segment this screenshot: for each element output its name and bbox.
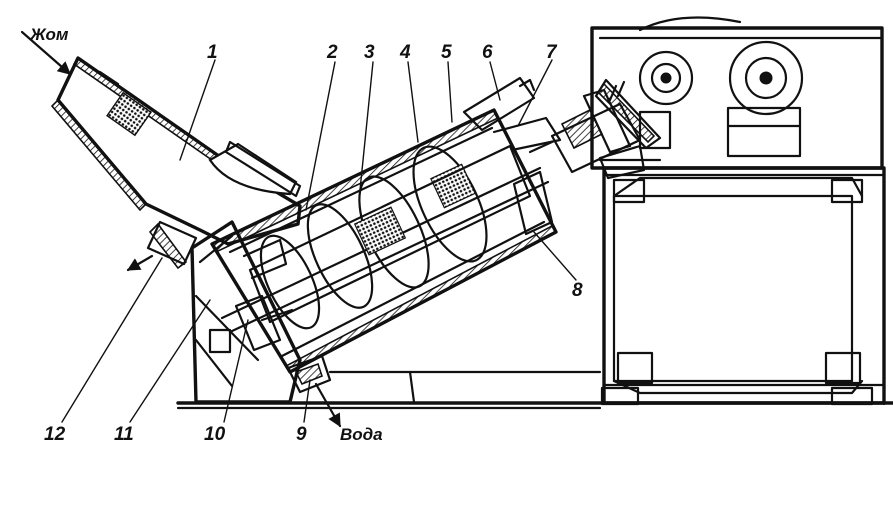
label-input: Жом: [29, 25, 69, 44]
label-water: Вода: [340, 425, 383, 444]
leader-lines: [20, 30, 577, 428]
label-7: 7: [546, 42, 558, 63]
drive-housing: [590, 16, 884, 170]
label-9: 9: [296, 424, 307, 445]
label-6: 6: [482, 42, 493, 63]
label-12: 12: [44, 424, 66, 445]
outlet-pipe: [126, 220, 198, 272]
label-11: 11: [114, 424, 134, 445]
label-3: 3: [364, 42, 375, 63]
label-2: 2: [326, 42, 338, 63]
support-frame: [600, 166, 886, 406]
label-10: 10: [204, 424, 226, 445]
drive-coupling: [550, 80, 646, 180]
press-cylinder: [210, 76, 562, 394]
labels: Жом 1 2 3 4 5 6 7 8 9 Вода 10 11 12: [29, 25, 583, 445]
feed-hopper: [50, 56, 302, 246]
label-5: 5: [441, 42, 452, 63]
label-8: 8: [572, 280, 583, 301]
label-4: 4: [399, 42, 411, 63]
label-1: 1: [207, 42, 218, 63]
